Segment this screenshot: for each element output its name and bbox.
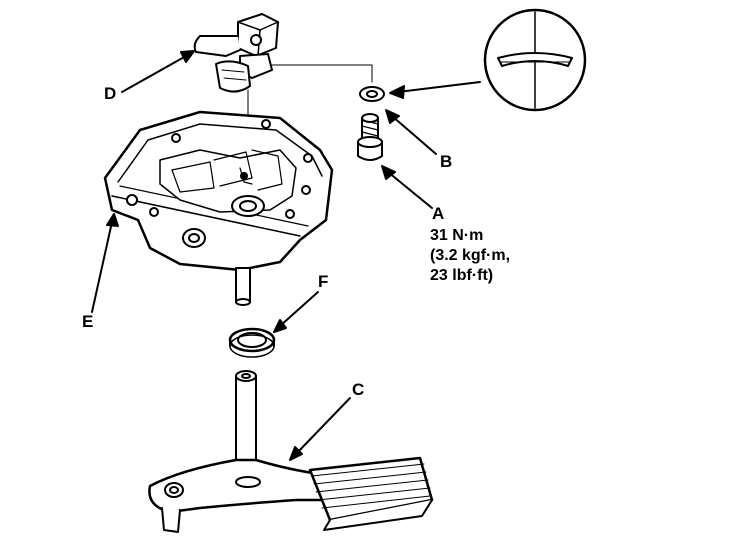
label-b: B [440,152,453,171]
pedal-lever-c [148,370,434,533]
label-e: E [82,312,94,331]
leader-b [385,109,437,155]
torque-spec-kgfm: (3.2 kgf·m, [430,247,511,264]
seal-f [228,327,276,358]
output-shaft-stub [235,267,251,306]
label-a: A [432,204,445,223]
leader-d [121,50,195,93]
washer-b [359,86,385,102]
bolt-a [357,113,383,161]
leader-a [381,165,433,209]
shift-lever-d [193,13,279,93]
torque-spec-lbfft: 23 lbf·ft) [430,267,494,284]
magnifier-arrow [389,81,481,99]
torque-spec: 31 N·m (3.2 kgf·m, 23 lbf·ft) [430,226,510,286]
torque-spec-nm: 31 N·m [430,227,484,244]
alignment-line [271,64,373,83]
leader-e [91,213,119,313]
detail-magnifier-circle [483,8,587,112]
label-c: C [352,380,365,399]
leader-f [273,291,319,333]
leader-c [289,397,351,461]
housing-e [103,110,334,272]
label-d: D [104,84,117,103]
label-f: F [318,272,329,291]
